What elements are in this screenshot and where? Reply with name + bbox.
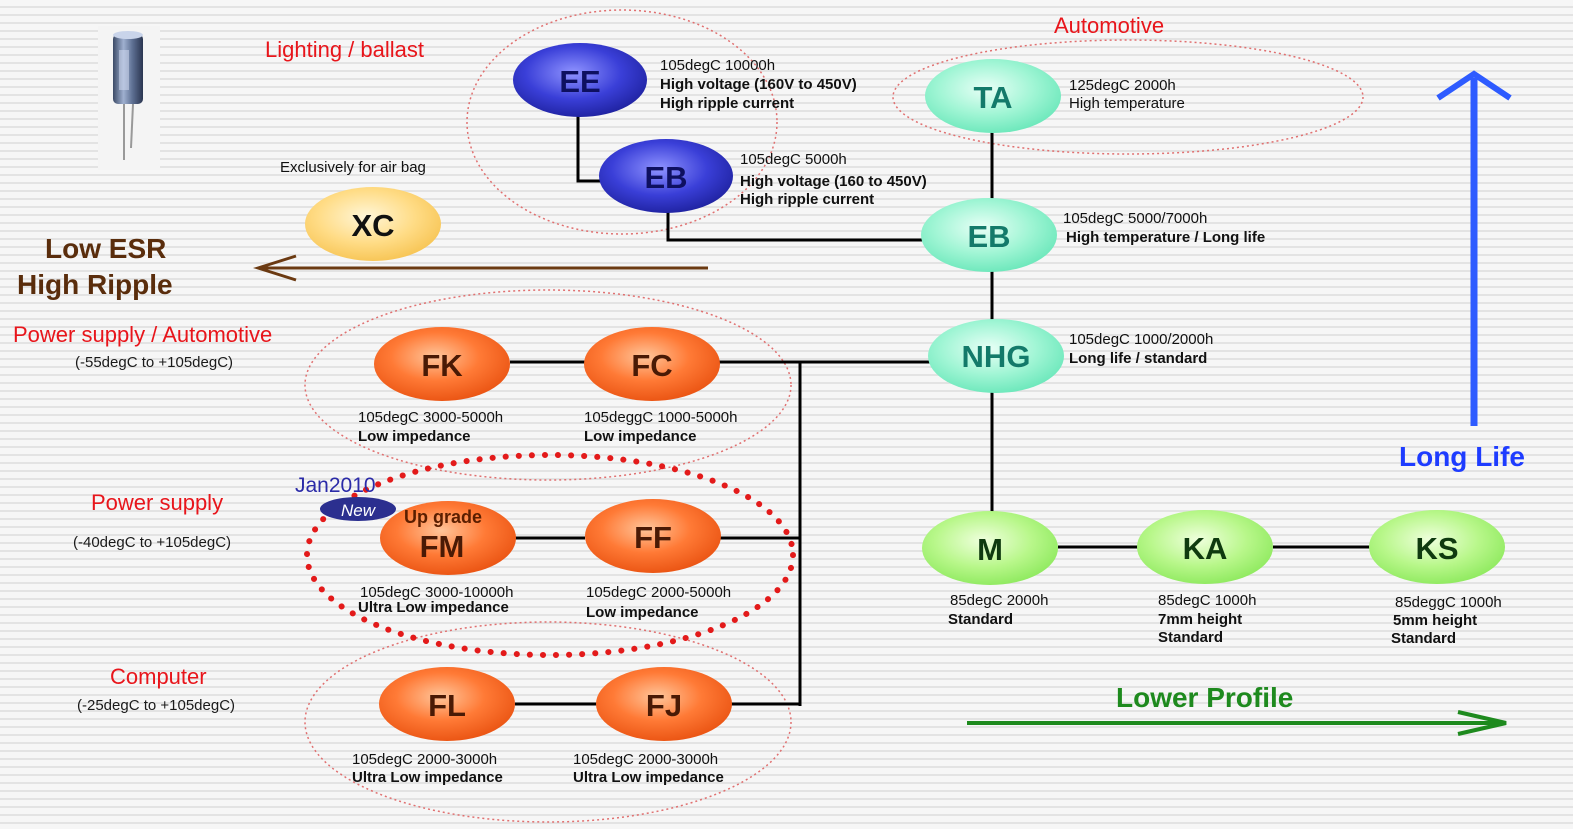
node-fk[interactable]: FK: [374, 327, 510, 401]
new-badge-label: New: [341, 501, 377, 520]
node-eb-top-label: EB: [644, 160, 687, 195]
lighting-group-outline: [466, 9, 778, 235]
ee-spec-2: High voltage (160V to 450V): [660, 76, 857, 93]
node-ta-label: TA: [973, 80, 1012, 115]
eb-mid-spec-1: 105degC 5000/7000h: [1063, 210, 1207, 227]
ka-spec-3: Standard: [1158, 629, 1223, 646]
node-ks-label: KS: [1415, 531, 1458, 566]
node-fc[interactable]: FC: [584, 327, 720, 401]
ka-spec-2: 7mm height: [1158, 611, 1242, 628]
ks-spec-2: 5mm height: [1393, 612, 1477, 629]
node-ta[interactable]: TA: [925, 59, 1061, 133]
nhg-spec-1: 105degC 1000/2000h: [1069, 331, 1213, 348]
fl-spec-1: 105degC 2000-3000h: [352, 751, 497, 768]
node-ee-label: EE: [559, 64, 600, 99]
ff-spec-1: 105degC 2000-5000h: [586, 584, 731, 601]
eb-top-spec-3: High ripple current: [740, 191, 874, 208]
node-ks[interactable]: KS: [1369, 510, 1505, 584]
node-nhg-label: NHG: [962, 339, 1031, 374]
m-spec-1: 85degC 2000h: [950, 592, 1048, 609]
fm-spec-2: Ultra Low impedance: [358, 599, 509, 616]
computer-group-outline: [304, 621, 792, 823]
ee-eb-link: [576, 110, 602, 183]
node-fc-label: FC: [631, 348, 672, 383]
power-auto-group-outline: [304, 289, 792, 481]
node-fj[interactable]: FJ: [596, 667, 732, 741]
computer-range: (-25degC to +105degC): [77, 697, 235, 714]
long-life-arrow: [1436, 70, 1512, 426]
low-esr-label: Low ESR: [45, 233, 166, 264]
power-group-outline: [304, 452, 796, 658]
category-computer: Computer: [110, 664, 207, 689]
node-ff[interactable]: FF: [585, 499, 721, 573]
ks-spec-1: 85deggC 1000h: [1395, 594, 1502, 611]
node-eb-top[interactable]: EB: [599, 139, 733, 213]
new-date-label: Jan2010: [295, 474, 376, 497]
air-bag-note: Exclusively for air bag: [280, 159, 426, 176]
low-esr-arrow: [253, 254, 708, 282]
eb-top-spec-1: 105degC 5000h: [740, 151, 847, 168]
eb-ebmid-link: [666, 205, 922, 242]
ka-spec-1: 85degC 1000h: [1158, 592, 1256, 609]
new-badge: New: [320, 497, 396, 521]
power-auto-range: (-55degC to +105degC): [75, 354, 233, 371]
m-spec-2: Standard: [948, 611, 1013, 628]
node-nhg[interactable]: NHG: [928, 319, 1064, 393]
fl-spec-2: Ultra Low impedance: [352, 769, 503, 786]
fc-spec-1: 105deggC 1000-5000h: [584, 409, 737, 426]
nhg-spec-2: Long life / standard: [1069, 350, 1207, 367]
ee-spec-1: 105degC 10000h: [660, 57, 775, 74]
node-fl[interactable]: FL: [379, 667, 515, 741]
category-automotive: Automotive: [1054, 13, 1164, 38]
node-fm[interactable]: FM: [380, 501, 516, 575]
capacitor-icon: [98, 26, 160, 170]
fc-spec-2: Low impedance: [584, 428, 697, 445]
fj-spec-1: 105degC 2000-3000h: [573, 751, 718, 768]
node-ee[interactable]: EE: [513, 43, 647, 117]
node-ka[interactable]: KA: [1137, 510, 1273, 584]
node-fl-label: FL: [428, 688, 466, 723]
ta-spec-2: High temperature: [1069, 95, 1185, 112]
upgrade-label: Up grade: [404, 507, 482, 527]
eb-top-spec-2: High voltage (160 to 450V): [740, 173, 927, 190]
power-range: (-40degC to +105degC): [73, 534, 231, 551]
node-xc-label: XC: [351, 208, 394, 243]
connector-lines: [510, 110, 1370, 706]
node-m[interactable]: M: [922, 511, 1058, 585]
node-xc[interactable]: XC: [305, 187, 441, 261]
category-power: Power supply: [91, 490, 223, 515]
ff-spec-2: Low impedance: [586, 604, 699, 621]
high-ripple-label: High Ripple: [17, 269, 173, 300]
automotive-group-outline: [892, 39, 1364, 155]
node-fj-label: FJ: [646, 688, 682, 723]
fm-spec-1: 105degC 3000-10000h: [360, 584, 513, 601]
fk-spec-2: Low impedance: [358, 428, 471, 445]
node-fm-label: FM: [420, 529, 465, 564]
node-m-label: M: [977, 532, 1003, 567]
ee-spec-3: High ripple current: [660, 95, 794, 112]
fk-spec-1: 105degC 3000-5000h: [358, 409, 503, 426]
lower-profile-label: Lower Profile: [1116, 682, 1293, 713]
ta-spec-1: 125degC 2000h: [1069, 77, 1176, 94]
node-ff-label: FF: [634, 520, 672, 555]
long-life-label: Long Life: [1399, 441, 1525, 472]
eb-mid-spec-2: High temperature / Long life: [1066, 229, 1265, 246]
lower-profile-arrow: [967, 710, 1507, 736]
group-outlines: [304, 9, 1364, 823]
category-lighting: Lighting / ballast: [265, 37, 424, 62]
ks-spec-3: Standard: [1391, 630, 1456, 647]
fj-spec-2: Ultra Low impedance: [573, 769, 724, 786]
category-power-auto: Power supply / Automotive: [13, 322, 272, 347]
node-ka-label: KA: [1183, 531, 1228, 566]
node-eb-mid-label: EB: [967, 219, 1010, 254]
node-fk-label: FK: [421, 348, 463, 383]
node-eb-mid[interactable]: EB: [921, 198, 1057, 272]
